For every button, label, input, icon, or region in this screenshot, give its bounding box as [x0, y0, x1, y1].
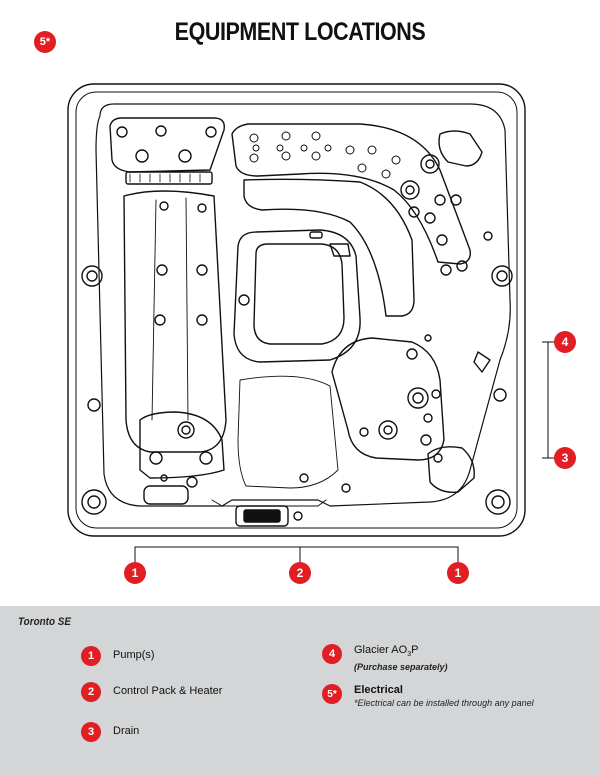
spa-inner-tub: [95, 103, 511, 507]
page-title: EQUIPMENT LOCATIONS: [174, 18, 426, 46]
legend-label: Drain: [113, 725, 140, 737]
cup-holder-bottom-right: [485, 489, 511, 515]
cup-holder-top-right: [491, 265, 513, 287]
corner-callout-badge: 5*: [34, 31, 56, 53]
lounge-seat: [123, 190, 227, 453]
corner-seat: [331, 337, 445, 461]
spa-diagram: [67, 83, 556, 562]
legend-item-pumps: 1 Pump(s): [81, 646, 155, 666]
legend-label: Glacier AO3P: [354, 644, 419, 659]
legend-item-glacier: 4 Glacier AO3P (Purchase separately): [322, 644, 448, 674]
bracket-bottom: [134, 546, 459, 552]
legend-label: Control Pack & Heater: [113, 685, 223, 697]
callout-1-left-badge: 1: [124, 562, 146, 584]
callout-1-right-badge: 1: [447, 562, 469, 584]
legend-badge: 2: [81, 682, 101, 702]
legend-badge: 5*: [322, 684, 342, 704]
model-name: Toronto SE: [18, 616, 71, 628]
callout-3-badge: 3: [554, 447, 576, 469]
bracket-right: [542, 341, 549, 459]
legend-note: (Purchase separately): [354, 662, 448, 673]
footwell: [233, 229, 361, 363]
legend-label: Pump(s): [113, 649, 155, 661]
legend-item-drain: 3 Drain: [81, 722, 139, 742]
legend-badge: 1: [81, 646, 101, 666]
legend-item-electrical: 5* Electrical *Electrical can be install…: [322, 684, 534, 710]
callout-4-badge: 4: [554, 331, 576, 353]
legend-panel: Toronto SE 1 Pump(s) 2 Control Pack & He…: [0, 606, 600, 776]
spa-outer-shell: [67, 83, 526, 537]
legend-badge: 3: [81, 722, 101, 742]
legend-item-control-pack: 2 Control Pack & Heater: [81, 682, 222, 702]
legend-label: Electrical: [354, 684, 403, 696]
callout-2-badge: 2: [289, 562, 311, 584]
cup-holder-bottom-left: [81, 489, 107, 515]
cup-holder-top-left: [81, 265, 103, 287]
legend-badge: 4: [322, 644, 342, 664]
curved-bench: [231, 123, 471, 265]
legend-note: *Electrical can be installed through any…: [354, 698, 534, 708]
lounge-pillow: [109, 117, 225, 173]
